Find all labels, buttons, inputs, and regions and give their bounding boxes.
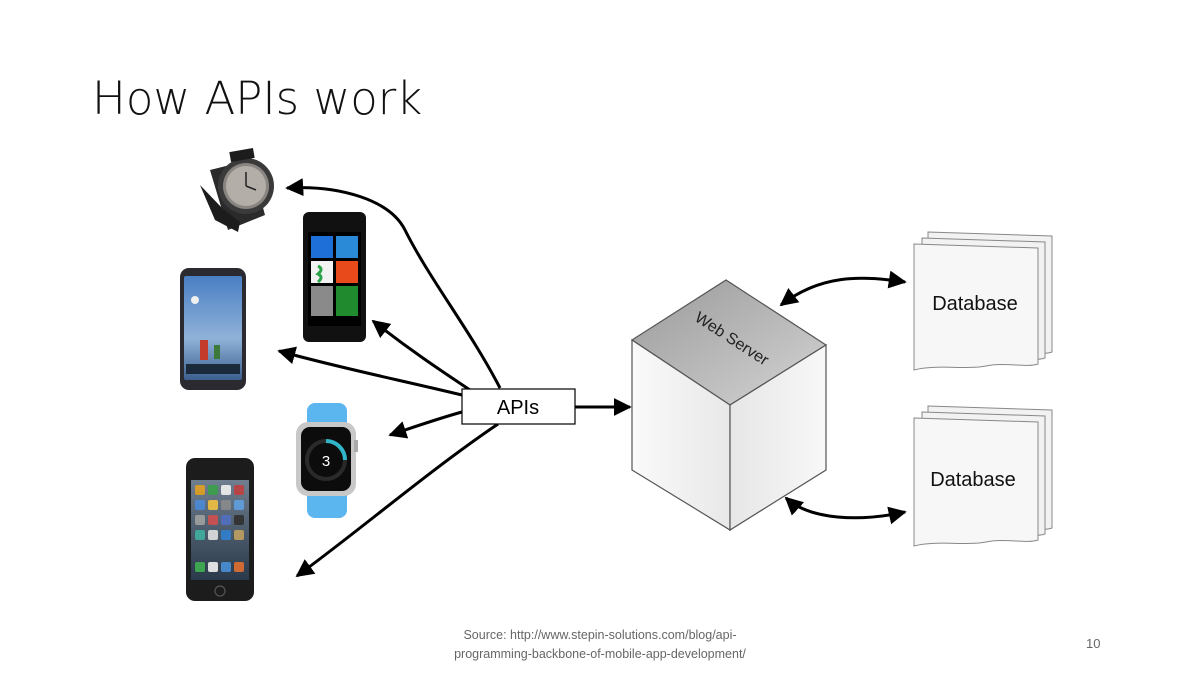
slide-title: How APIs work	[92, 72, 423, 125]
arrow-to-windows-phone	[371, 319, 471, 392]
arrow-server-db-top	[779, 270, 907, 307]
iphone-icon	[186, 458, 254, 601]
arrow-to-iphone	[295, 422, 499, 578]
source-line-2: programming-backbone-of-mobile-app-devel…	[454, 647, 746, 661]
apis-box: APIs	[461, 388, 576, 425]
server-database-arrows	[779, 270, 907, 525]
source-citation: Source: http://www.stepin-solutions.com/…	[430, 626, 770, 664]
apis-label: APIs	[497, 397, 539, 419]
database-bottom: Database	[913, 405, 1053, 547]
arrow-to-android-phone	[277, 346, 463, 397]
page-number: 10	[1086, 636, 1101, 651]
android-phone-icon	[180, 268, 246, 390]
arrow-to-smartwatch	[285, 178, 502, 389]
database-top: Database	[913, 231, 1053, 371]
web-server-cube: Web Server	[630, 279, 828, 532]
arrow-to-apple-watch	[388, 410, 463, 439]
windows-phone-icon	[303, 212, 366, 342]
smartwatch-round-icon	[200, 147, 274, 232]
database-label-top: Database	[932, 293, 1018, 315]
apple-watch-digit: 3	[322, 453, 330, 470]
arrow-server-db-bottom	[784, 496, 907, 525]
source-line-1: Source: http://www.stepin-solutions.com/…	[463, 628, 737, 642]
api-to-device-arrows	[277, 178, 632, 578]
apple-watch-icon: 3	[296, 403, 358, 518]
database-label-bottom: Database	[930, 469, 1016, 491]
